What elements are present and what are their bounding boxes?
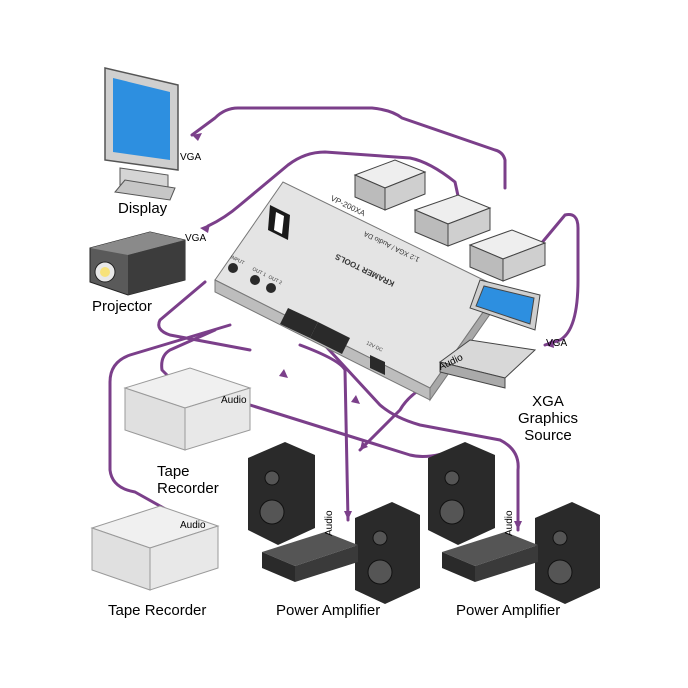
speaker-icon bbox=[248, 442, 315, 545]
arrow-icon bbox=[514, 521, 522, 530]
cable-input-left bbox=[157, 280, 252, 352]
device-port-input: INPUT bbox=[229, 254, 245, 266]
amplifier-icon bbox=[262, 532, 358, 582]
arrow-icon bbox=[360, 441, 368, 450]
cable-laptop-vga bbox=[538, 213, 580, 347]
cable-tape2 bbox=[108, 323, 232, 522]
amplifier-icon bbox=[442, 532, 538, 582]
xga-source-label: XGA Graphics Source bbox=[518, 393, 579, 444]
cable-amp1 bbox=[298, 343, 350, 522]
speaker-icon bbox=[428, 442, 495, 545]
power-amplifier-2-label: Power Amplifier bbox=[456, 602, 561, 619]
audio-amp-2-label: Audio bbox=[504, 510, 515, 536]
audio-tape-1-label: Audio bbox=[221, 395, 247, 406]
tape-recorder-1-label: Tape Recorder bbox=[157, 463, 219, 497]
tape-recorder-icon bbox=[90, 505, 220, 591]
arrow-icon bbox=[200, 224, 210, 233]
arrow-icon bbox=[344, 511, 352, 520]
speaker-icon bbox=[535, 502, 600, 604]
arrow-icon bbox=[545, 339, 554, 348]
display-icon bbox=[104, 67, 179, 201]
audio-tape-2-label: Audio bbox=[180, 520, 206, 531]
vga-connector-icon bbox=[413, 194, 492, 247]
arrow-icon bbox=[279, 369, 288, 378]
vga-projector-label: VGA bbox=[185, 233, 207, 244]
audio-amp-1-label: Audio bbox=[324, 510, 335, 536]
display-label: Display bbox=[118, 200, 168, 217]
vga-connector-icon bbox=[468, 229, 547, 282]
projector-icon bbox=[89, 231, 186, 296]
vga-laptop-label: VGA bbox=[546, 338, 568, 349]
tape-recorder-2-label: Tape Recorder bbox=[108, 602, 207, 619]
device-port-out2: OUT 2 bbox=[267, 274, 283, 286]
tape-recorder-icon bbox=[123, 367, 252, 451]
device-port-out1: OUT 1 bbox=[251, 266, 267, 278]
speaker-icon bbox=[355, 502, 420, 604]
vga-connector-icon bbox=[353, 159, 427, 211]
cable-display bbox=[190, 106, 507, 190]
cable-projector bbox=[206, 150, 462, 228]
vga-display-label: VGA bbox=[180, 152, 202, 163]
projector-label: Projector bbox=[92, 298, 153, 315]
arrow-icon bbox=[192, 133, 202, 141]
cable-amp2 bbox=[318, 338, 520, 532]
arrow-icon bbox=[351, 395, 360, 404]
laptop-icon bbox=[438, 279, 541, 389]
power-amplifier-1-label: Power Amplifier bbox=[276, 602, 381, 619]
